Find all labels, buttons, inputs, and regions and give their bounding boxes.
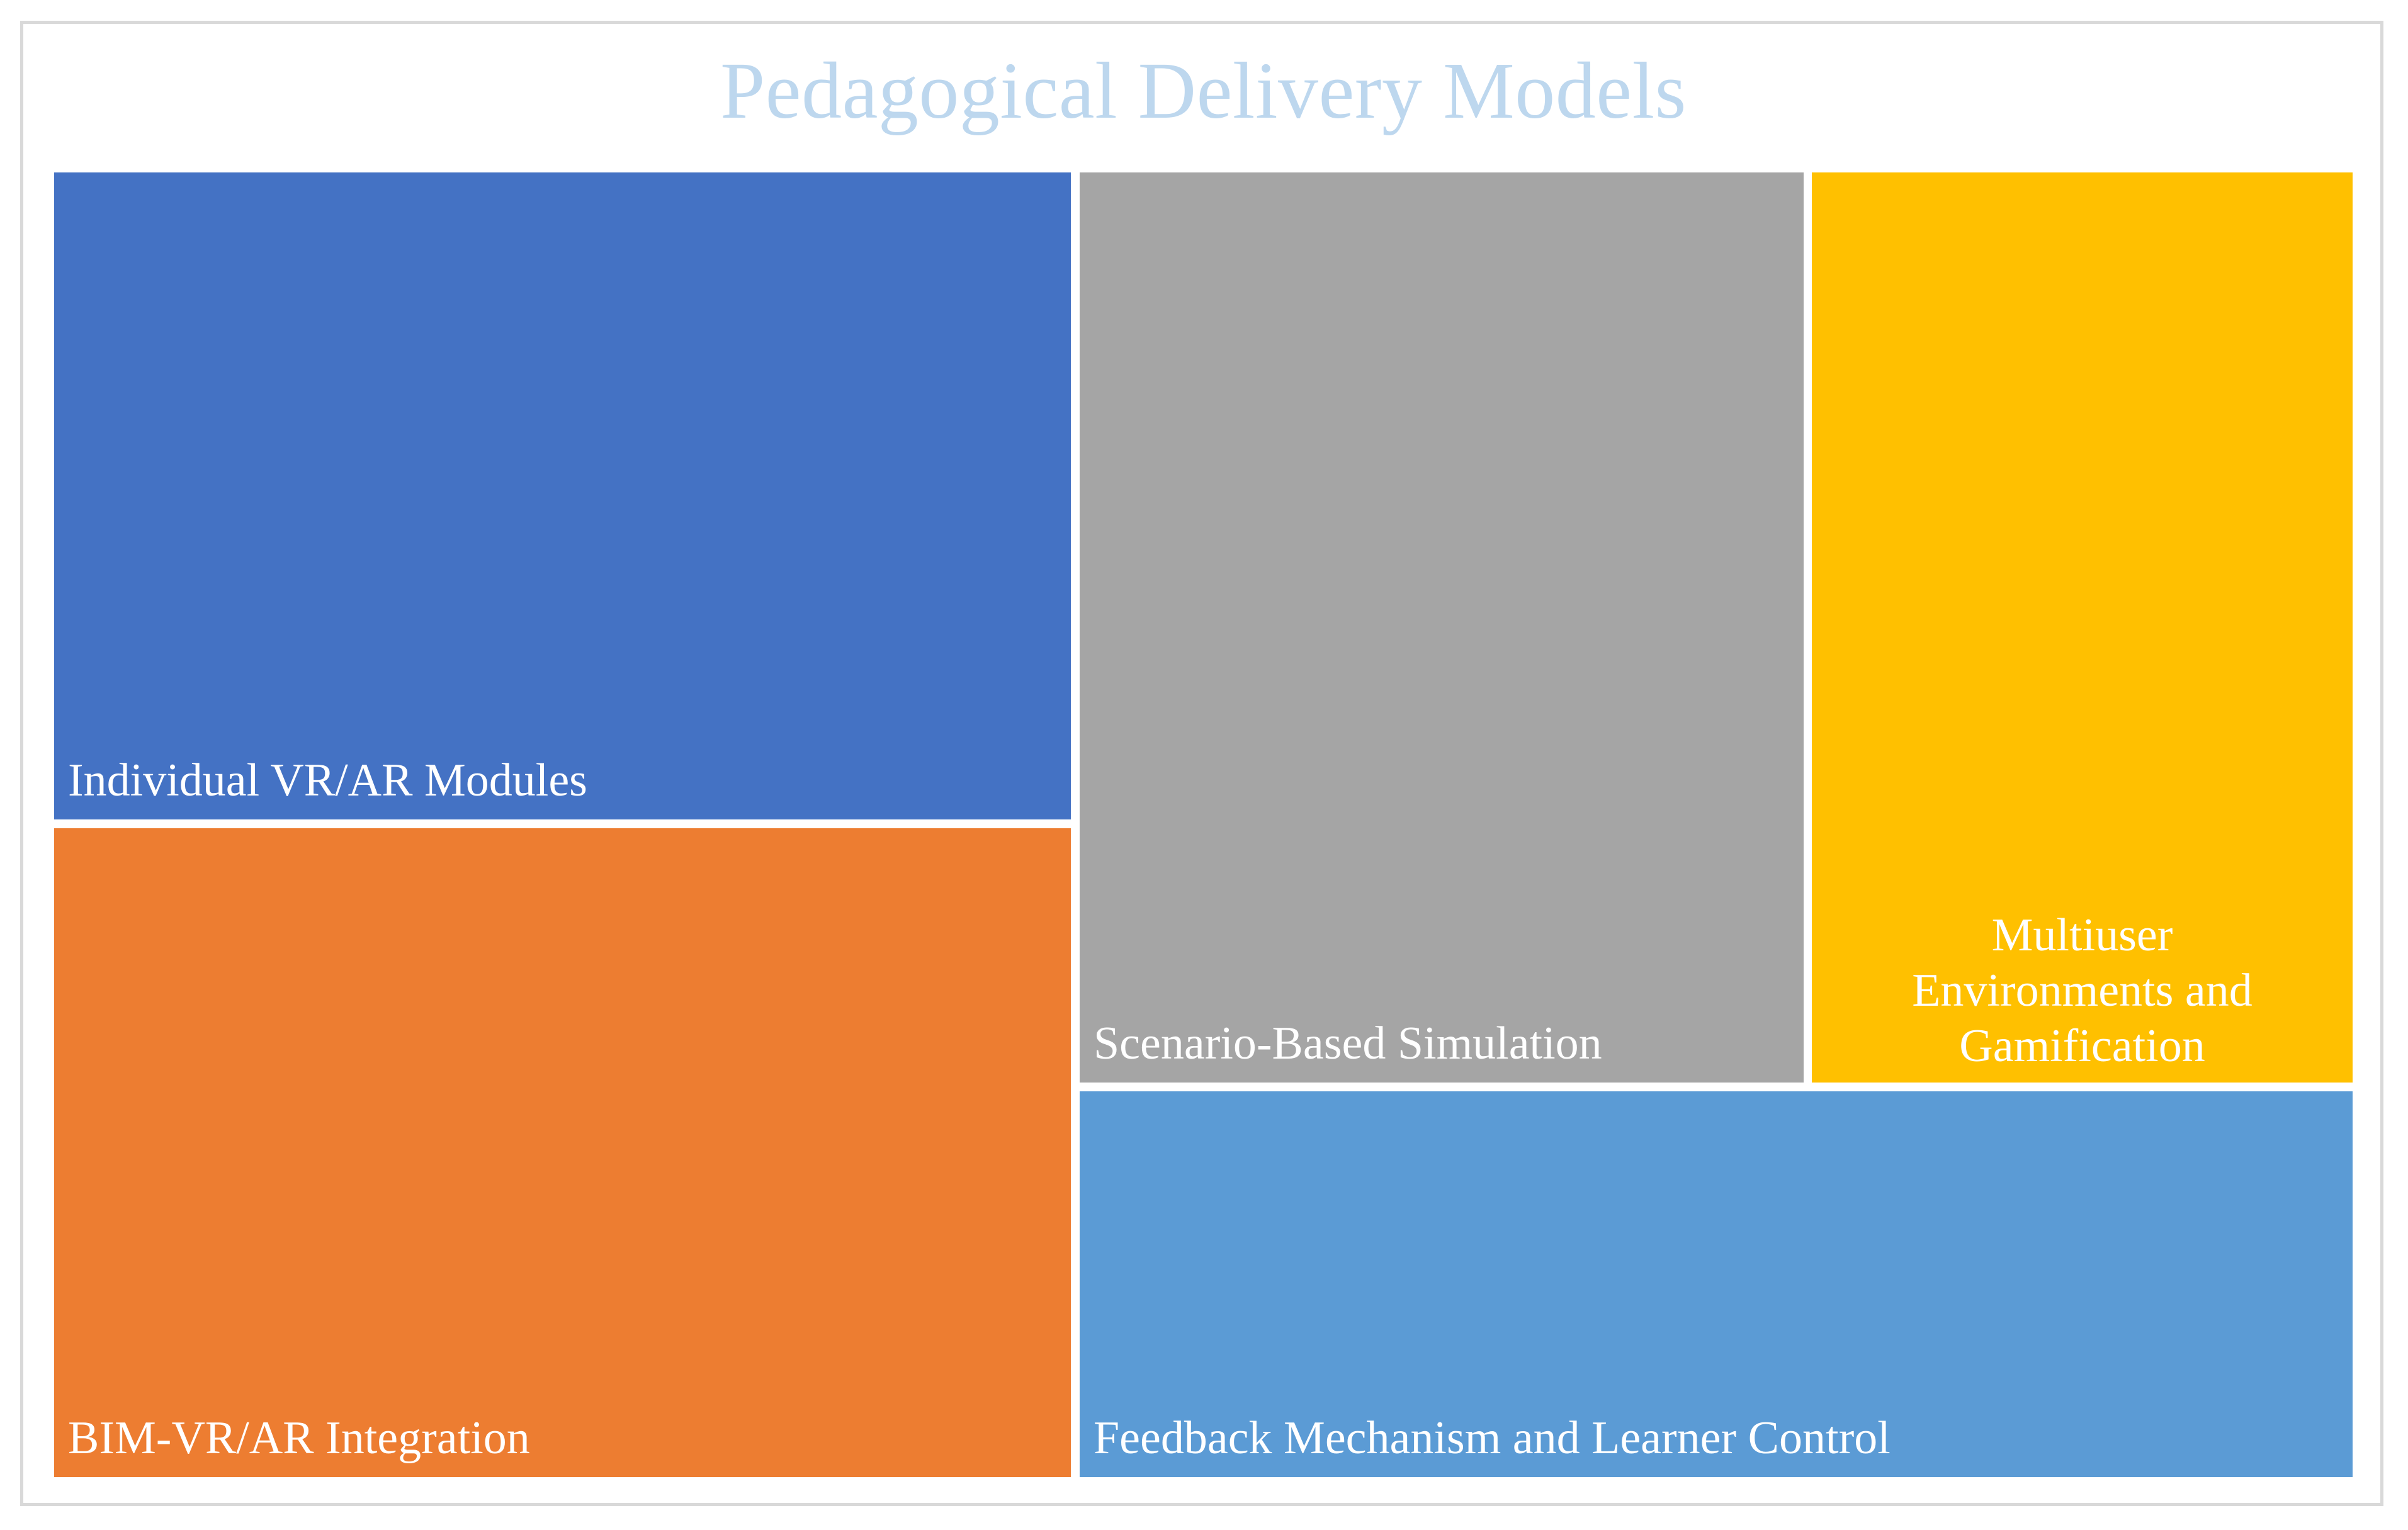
treemap-tile-bim-vr-ar-integration[interactable]: BIM-VR/AR Integration bbox=[54, 828, 1071, 1477]
treemap-tile-label: Scenario-Based Simulation bbox=[1094, 1018, 1602, 1069]
treemap-tile-label: Multiuser Environments and Gamification bbox=[1912, 909, 2253, 1072]
treemap-tile-scenario-based-simulation[interactable]: Scenario-Based Simulation bbox=[1080, 172, 1804, 1083]
treemap-tile-label: Individual VR/AR Modules bbox=[68, 755, 587, 806]
treemap-tile-multiuser-environments-and-gamification[interactable]: Multiuser Environments and Gamification bbox=[1812, 172, 2353, 1083]
treemap-tile-individual-vr-ar-modules[interactable]: Individual VR/AR Modules bbox=[54, 172, 1071, 819]
chart-title: Pedagogical Delivery Models bbox=[720, 46, 1687, 135]
treemap-tile-label: BIM-VR/AR Integration bbox=[68, 1412, 530, 1464]
treemap-tile-feedback-mechanism-and-learner-control[interactable]: Feedback Mechanism and Learner Control bbox=[1080, 1091, 2353, 1477]
chart-border bbox=[20, 21, 2383, 1506]
treemap-tile-label: Feedback Mechanism and Learner Control bbox=[1094, 1412, 1891, 1464]
